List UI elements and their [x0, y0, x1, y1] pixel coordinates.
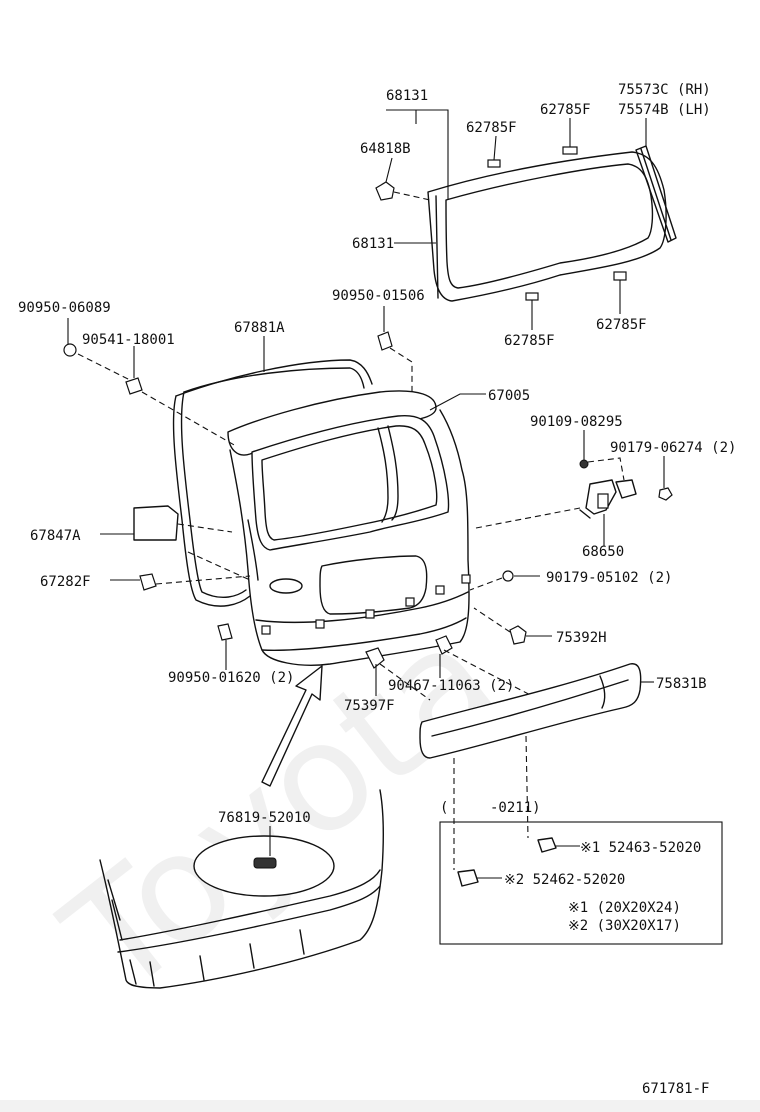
label-68131-top: 68131: [386, 88, 428, 104]
clip-75397F: [365, 647, 385, 669]
bolt-90109-08295: [579, 459, 589, 469]
spacer-62785F-c: [525, 292, 539, 301]
cushion-52462-icon: [457, 869, 479, 887]
spacer-62785F-b: [562, 146, 578, 155]
label-64818B: 64818B: [360, 141, 411, 157]
note-item-1: ※1 52463-52020: [580, 840, 701, 856]
nut-90179-05102: [502, 570, 514, 582]
plug-90950-06089: [63, 343, 77, 357]
back-door-glass: [427, 151, 667, 302]
label-75831B: 75831B: [656, 676, 707, 692]
drawing-number: 671781-F: [642, 1081, 709, 1097]
label-90109-08295: 90109-08295: [530, 414, 623, 430]
label-90950-01620: 90950-01620 (2): [168, 670, 294, 686]
clip-75392H: [509, 625, 527, 645]
label-75573C: 75573C (RH): [618, 82, 711, 98]
glass-side-molding: [635, 145, 677, 243]
label-90179-05102: 90179-05102 (2): [546, 570, 672, 586]
vehicle-rear-view: [99, 789, 385, 989]
label-90467-11063: 90467-11063 (2): [388, 678, 514, 694]
label-62785F-a: 62785F: [466, 120, 517, 136]
note-range-close: -0211): [490, 800, 541, 816]
cushion-90541-18001: [125, 377, 143, 395]
label-90950-01506: 90950-01506: [332, 288, 425, 304]
bracket-67847A: [133, 505, 179, 541]
clip-90467-11063: [435, 635, 453, 655]
hinge-68650: [579, 479, 637, 519]
spacer-62785F-d: [613, 271, 627, 281]
door-weatherstrip: [172, 359, 373, 607]
cushion-67282F: [139, 573, 157, 591]
label-75392H: 75392H: [556, 630, 607, 646]
label-62785F-c: 62785F: [504, 333, 555, 349]
label-62785F-b: 62785F: [540, 102, 591, 118]
back-door-panel: [227, 390, 471, 666]
nut-90179-06274: [658, 487, 673, 501]
spacer-62785F-a: [487, 159, 501, 168]
label-67881A: 67881A: [234, 320, 285, 336]
label-62785F-d: 62785F: [596, 317, 647, 333]
label-90950-06089: 90950-06089: [18, 300, 111, 316]
variant-note-box: ( -0211) ※1 52463-52020 ※2 52462-52020 ※…: [439, 735, 723, 945]
label-75397F: 75397F: [344, 698, 395, 714]
label-90179-06274: 90179-06274 (2): [610, 440, 736, 456]
cushion-52463-icon: [537, 837, 557, 853]
note-item-2: ※2 52462-52020: [504, 872, 625, 888]
label-75574B: 75574B (LH): [618, 102, 711, 118]
label-67282F: 67282F: [40, 574, 91, 590]
back-door-garnish-75831B: [419, 663, 642, 759]
note-size-1: ※1 (20X20X24): [568, 900, 681, 916]
plug-90950-01506: [377, 331, 393, 351]
note-size-2: ※2 (30X20X17): [568, 918, 681, 934]
footer-band: [0, 1100, 760, 1112]
label-68131-mid: 68131: [352, 236, 394, 252]
label-67005: 67005: [488, 388, 530, 404]
view-arrow: [261, 665, 323, 787]
label-76819-52010: 76819-52010: [218, 810, 311, 826]
note-range-open: (: [440, 800, 448, 816]
plug-90950-01620: [217, 623, 233, 641]
label-67847A: 67847A: [30, 528, 81, 544]
label-68650: 68650: [582, 544, 624, 560]
clip-64818B: [375, 181, 395, 201]
handle-76819-52010: [253, 857, 277, 869]
label-90541-18001: 90541-18001: [82, 332, 175, 348]
